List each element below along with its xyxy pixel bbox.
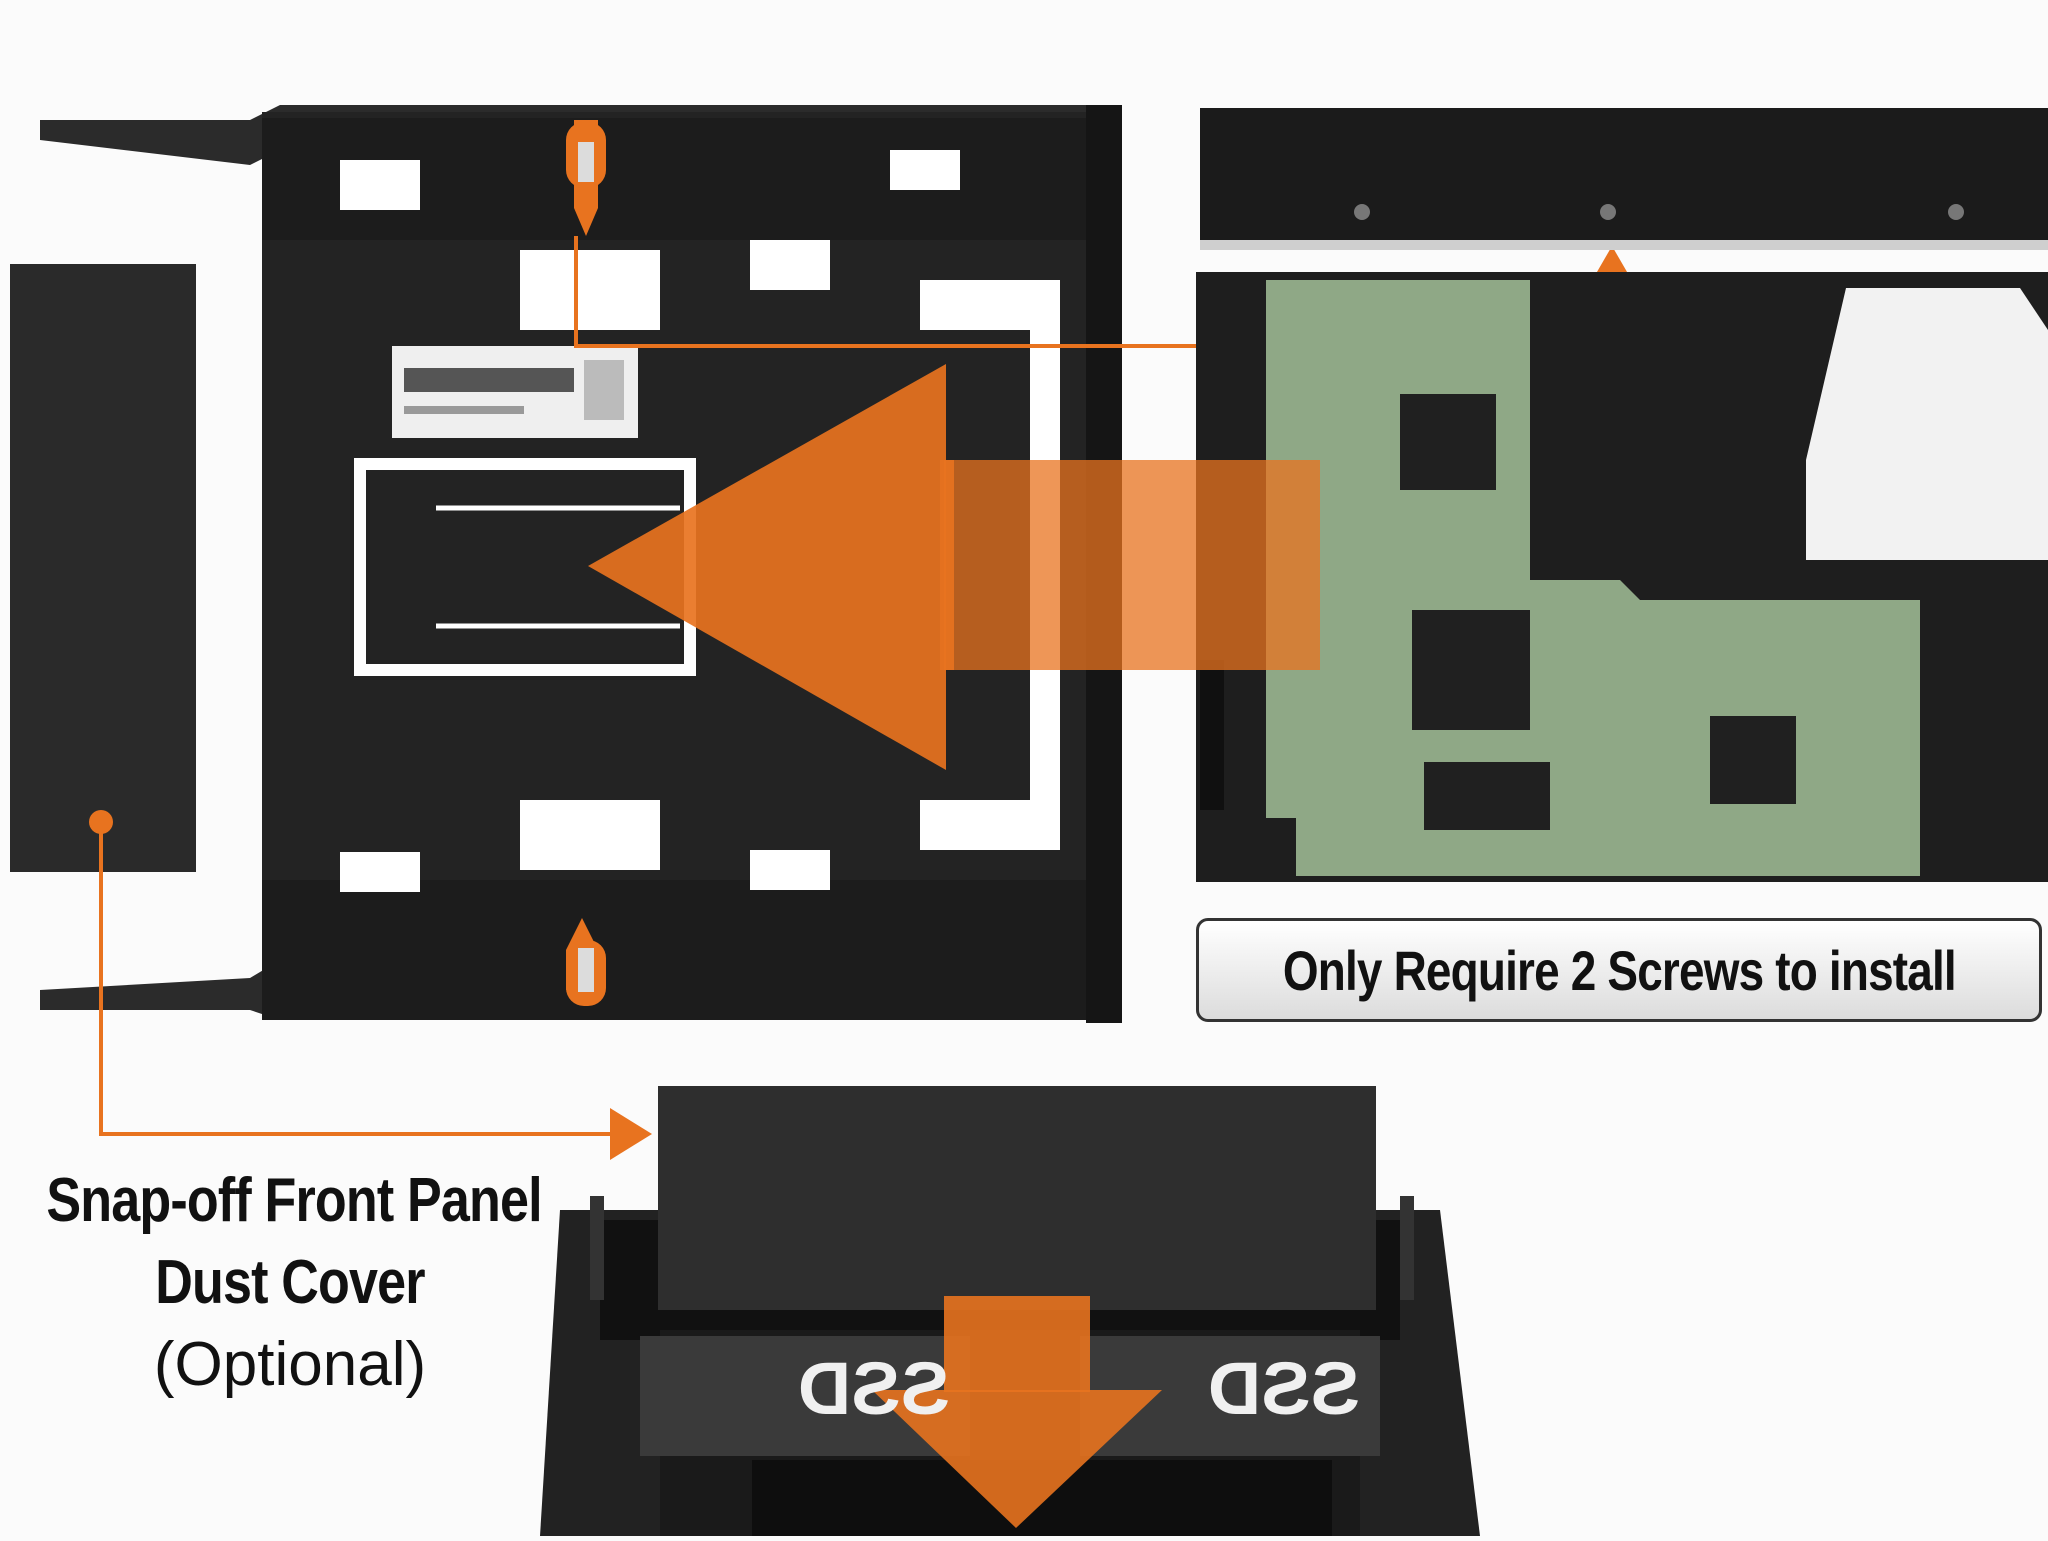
screw-icon xyxy=(566,918,606,1006)
arrow-right-icon xyxy=(610,1108,652,1160)
front-panel-label-line1: Snap-off Front Panel xyxy=(46,1166,542,1235)
screw-icon xyxy=(566,120,606,236)
arrow-left-icon xyxy=(588,364,1320,770)
tray-bracket xyxy=(40,105,1122,1023)
ssd-label-left: SSD xyxy=(798,1347,950,1430)
ssd-label-right: SSD xyxy=(1208,1347,1360,1430)
install-caption-box: Only Require 2 Screws to install xyxy=(1196,918,2042,1022)
arrow-down-icon xyxy=(872,1296,1162,1528)
front-panel-label-line3: (Optional) xyxy=(153,1330,427,1399)
front-panel-label-line2: Dust Cover xyxy=(155,1248,425,1317)
install-caption: Only Require 2 Screws to install xyxy=(1282,938,1957,1002)
hard-drive xyxy=(1196,108,2048,882)
front-panel-connector-line xyxy=(99,822,610,1136)
dust-cover-installed xyxy=(658,1086,1376,1310)
front-panel-label: Snap-off Front Panel Dust Cover (Optiona… xyxy=(0,1160,580,1406)
front-panel-cover xyxy=(10,264,196,872)
tray-label-sticker xyxy=(392,346,638,438)
